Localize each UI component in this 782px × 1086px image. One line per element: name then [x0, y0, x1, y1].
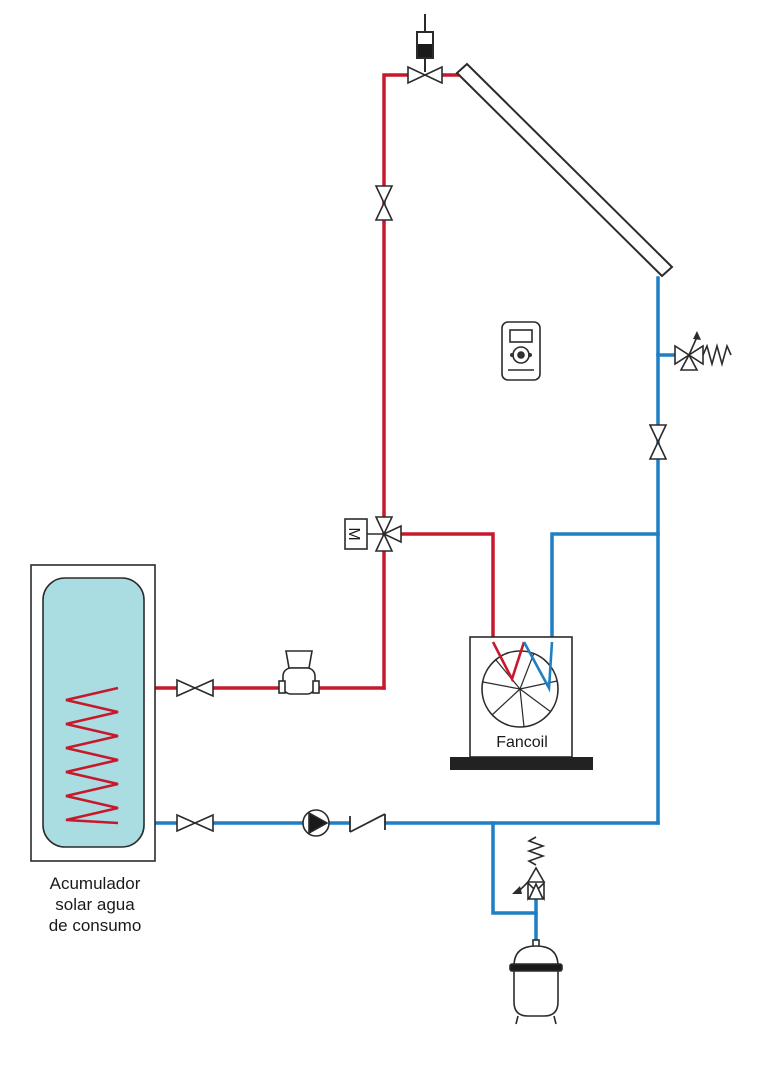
circulation-pump-icon: [302, 809, 330, 837]
tank-label-line-3: de consumo: [48, 916, 142, 935]
fancoil-cold-coil: [522, 641, 554, 693]
isolation-valve-top-icon: [407, 65, 443, 85]
check-valve-icon: [349, 813, 386, 833]
isolation-valve-hot-vertical-icon: [374, 185, 394, 221]
motor-letter: M: [345, 527, 362, 540]
controller-icon: [501, 321, 541, 381]
fancoil-unit: [450, 636, 593, 770]
thermostatic-valve-icon: [278, 650, 320, 695]
cold-pipe-to-fancoil: [550, 532, 660, 644]
solar-collector: [455, 62, 674, 278]
tank-label-line-2: solar agua: [55, 895, 135, 914]
tank-coil: [65, 686, 119, 825]
expansion-vessel-icon: [509, 939, 563, 1025]
safety-valve-icon: [512, 836, 546, 901]
tank-label-line-1: Acumulador: [49, 874, 141, 893]
motorized-three-way-valve-icon: [344, 516, 402, 552]
isolation-valve-tank-hot-icon: [176, 678, 214, 698]
storage-tank: [30, 564, 156, 862]
isolation-valve-cold-vertical-icon: [648, 424, 668, 460]
fancoil-hot-coil: [491, 641, 526, 683]
air-vent-icon: [416, 14, 434, 72]
fancoil-label: Fancoil: [496, 734, 548, 751]
cold-pipe-to-vessel: [491, 821, 538, 944]
isolation-valve-tank-cold-icon: [176, 813, 214, 833]
pressure-relief-valve-icon: [674, 331, 732, 371]
tank-label: Acumulador solar agua de consumo: [20, 873, 170, 936]
hot-pipe-to-fancoil: [396, 532, 495, 644]
hot-pipe-main: [382, 73, 412, 690]
